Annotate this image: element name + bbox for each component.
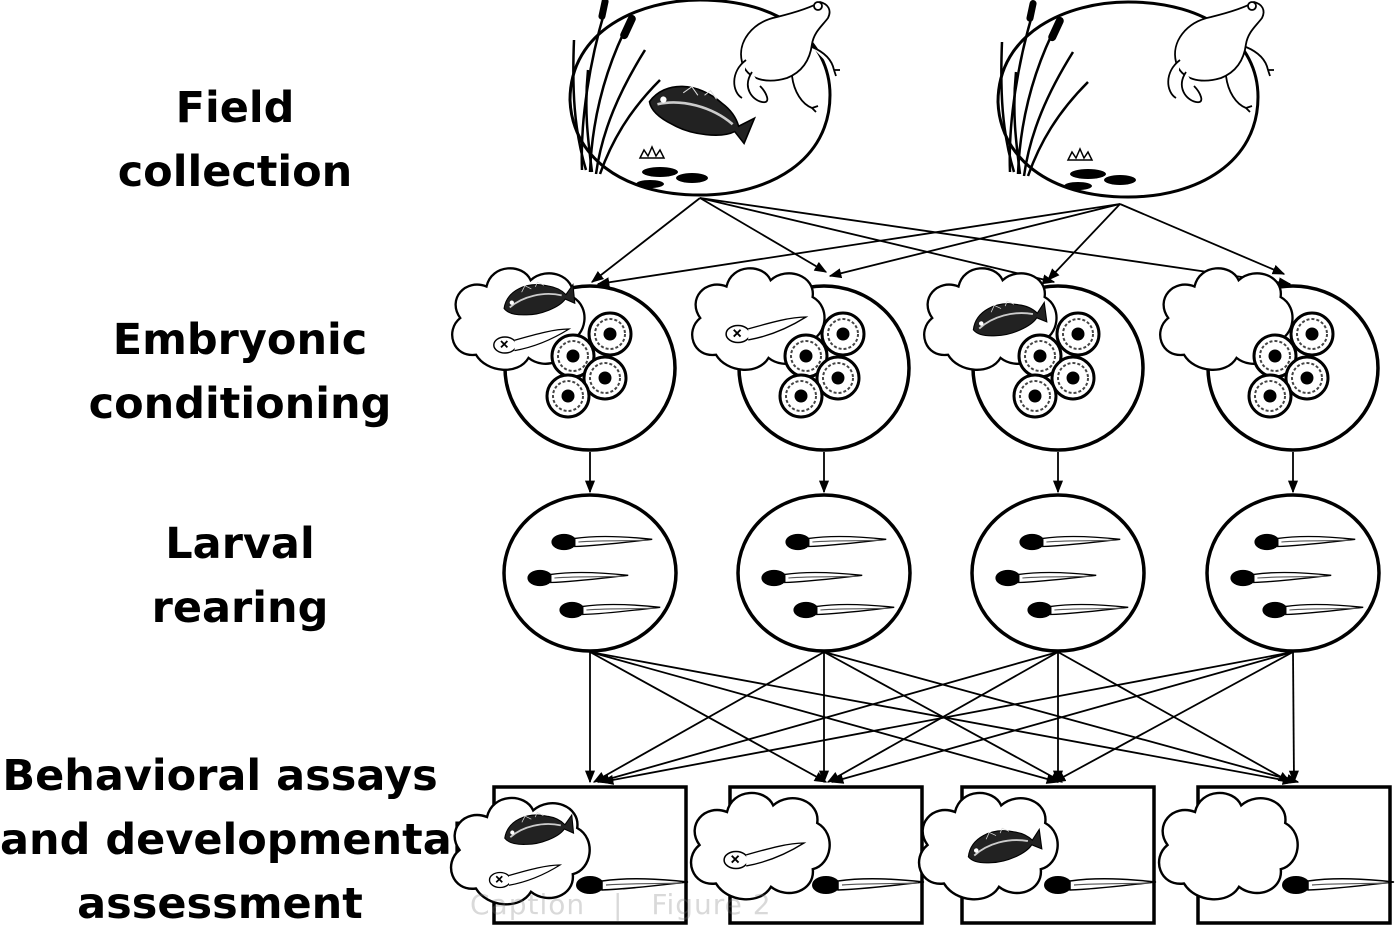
stage-label-line: Behavioral assays [2, 751, 438, 801]
larval-group-3 [970, 493, 1146, 653]
embryo-group-injured-tadpole [691, 267, 911, 452]
caption-link[interactable]: Caption [470, 888, 586, 921]
assay-arrows [584, 651, 1300, 785]
pond-without-fish [996, 0, 1275, 199]
embryo-group-fish [923, 267, 1145, 452]
stage-label-line: and developmental [0, 815, 467, 865]
overlay-separator: | [613, 888, 624, 921]
assay-fish-and-injured-tadpole [449, 785, 689, 925]
stage-label-line: Embryonic [112, 315, 368, 365]
figure-link[interactable]: Figure 2 [651, 888, 772, 921]
stage-label-line: Larval [165, 519, 315, 569]
larval-group-4 [1205, 493, 1381, 653]
assay-fish [917, 785, 1157, 925]
stage-label-embryonic: Embryonic conditioning [80, 308, 400, 436]
stage-label-field: Field collection [100, 76, 370, 204]
assay-control [1157, 785, 1395, 925]
stage-label-line: collection [117, 147, 353, 197]
rearing-arrows [584, 452, 1299, 494]
collection-arrows [591, 197, 1292, 288]
stage-label-line: Field [175, 83, 295, 133]
larval-group-1 [502, 493, 678, 653]
stage-label-line: assessment [77, 879, 363, 929]
stage-label-behavioral: Behavioral assays and developmental asse… [0, 744, 467, 936]
pond-with-fish [568, 0, 841, 197]
viewer-overlay: Caption | Figure 2 [470, 888, 890, 928]
embryo-group-control [1159, 267, 1380, 452]
embryo-group-fish-and-injured-tadpole [451, 267, 677, 452]
stage-label-larval: Larval rearing [110, 512, 370, 640]
stage-label-line: rearing [151, 583, 329, 633]
stage-label-line: conditioning [88, 379, 392, 429]
assay-injured-tadpole [689, 785, 925, 925]
larval-group-2 [736, 493, 912, 653]
